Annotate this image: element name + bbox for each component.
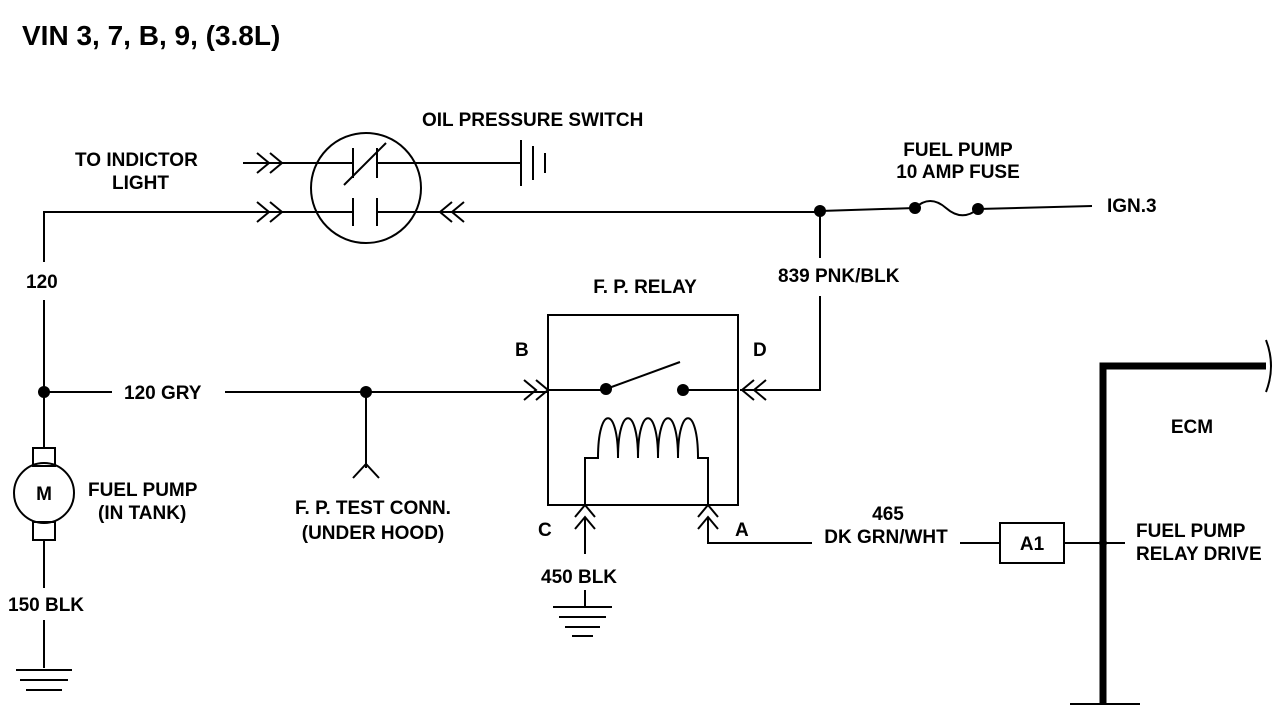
- to-indicator-label-2: LIGHT: [112, 173, 169, 194]
- test-conn-label-1: F. P. TEST CONN.: [295, 498, 451, 519]
- relay-terminal-c: C: [538, 520, 552, 541]
- ecm-outline: [1070, 339, 1272, 705]
- wire-465-label-2: DK GRN/WHT: [824, 527, 948, 548]
- ecm-label: ECM: [1171, 417, 1213, 438]
- fuel-pump-motor: [13, 447, 75, 668]
- ground-symbol-relay: [553, 606, 612, 637]
- relay-drive-label-2: RELAY DRIVE: [1136, 544, 1262, 565]
- relay-b-connector: [523, 379, 550, 401]
- wire-839-label: 839 PNK/BLK: [778, 266, 900, 287]
- relay-drive-label-1: FUEL PUMP: [1136, 521, 1246, 542]
- wire-839: [740, 211, 821, 391]
- terminal-a1-label: A1: [1020, 534, 1045, 555]
- test-conn-label-2: (UNDER HOOD): [302, 523, 445, 544]
- fp-relay: [547, 314, 739, 506]
- ign-label: IGN.3: [1107, 196, 1157, 217]
- wire-120-gry: [38, 386, 548, 479]
- wire-120-label: 120: [26, 272, 58, 293]
- oil-pressure-switch: [300, 132, 422, 244]
- relay-terminal-d: D: [753, 340, 767, 361]
- relay-title: F. P. RELAY: [593, 277, 697, 298]
- diagram-title: VIN 3, 7, B, 9, (3.8L): [22, 20, 280, 51]
- relay-terminal-a: A: [735, 520, 749, 541]
- switch-ground-symbol: [416, 140, 546, 186]
- ground-symbol-left: [16, 669, 72, 691]
- relay-c-connector: [574, 503, 596, 606]
- fuel-pump-label-2: (IN TANK): [98, 503, 186, 524]
- wire-120: [43, 211, 300, 448]
- ign-feed-wire: [416, 201, 1093, 223]
- wire-450-label: 450 BLK: [541, 567, 617, 588]
- motor-label: M: [36, 484, 52, 505]
- wire-465-label-1: 465: [872, 504, 904, 525]
- oil-pressure-switch-label: OIL PRESSURE SWITCH: [422, 110, 643, 131]
- indicator-connector: [243, 152, 300, 174]
- to-indicator-label-1: TO INDICTOR: [75, 150, 198, 171]
- fuse-label-2: 10 AMP FUSE: [896, 162, 1020, 183]
- wire-150-label: 150 BLK: [8, 595, 84, 616]
- relay-d-connector: [740, 379, 767, 401]
- wire-120-gry-label: 120 GRY: [124, 383, 202, 404]
- fuse-label-1: FUEL PUMP: [903, 140, 1013, 161]
- fuel-pump-label-1: FUEL PUMP: [88, 480, 198, 501]
- fuel-pump-fuse: [909, 200, 984, 217]
- relay-a-connector: [697, 503, 1000, 544]
- relay-terminal-b: B: [515, 340, 529, 361]
